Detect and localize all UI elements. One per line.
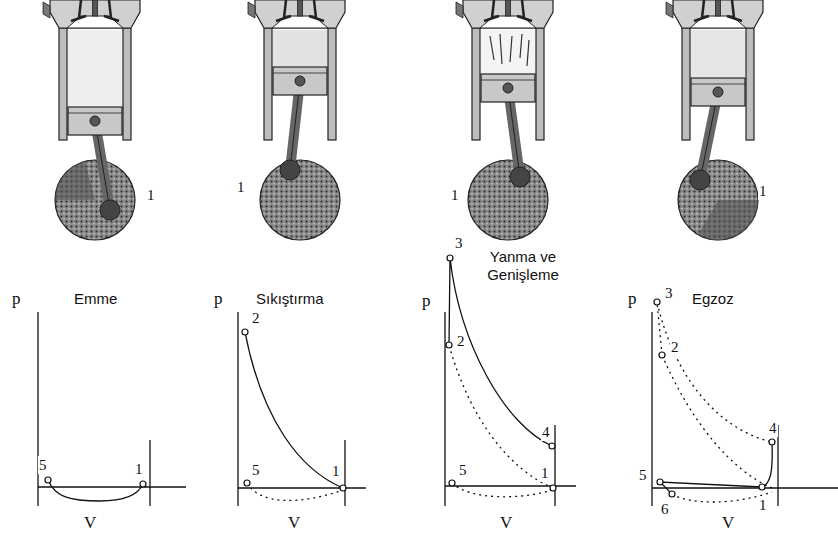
point-number: 5 bbox=[458, 461, 468, 479]
stroke-title: Emme bbox=[72, 290, 119, 308]
stroke-title: Yanma ve Genişleme bbox=[466, 248, 580, 284]
point-number: 4 bbox=[541, 423, 551, 441]
axis-label: p bbox=[214, 290, 223, 308]
point-number: 2 bbox=[670, 338, 680, 356]
point-number: 5 bbox=[251, 461, 261, 479]
axis-label: p bbox=[422, 292, 431, 310]
axis-label: V bbox=[288, 514, 300, 532]
point-number: 1 bbox=[758, 496, 768, 514]
point-number: 1 bbox=[540, 464, 550, 482]
axis-label: V bbox=[84, 514, 96, 532]
point-number: 2 bbox=[251, 309, 261, 327]
point-number: 6 bbox=[660, 500, 670, 518]
point-number: 1 bbox=[134, 460, 144, 478]
point-number: 5 bbox=[638, 466, 648, 484]
point-number: 3 bbox=[454, 234, 464, 252]
callout-number: 1 bbox=[450, 186, 460, 204]
callout-number: 1 bbox=[236, 178, 246, 196]
axis-label: p bbox=[628, 290, 637, 308]
point-number: 2 bbox=[456, 332, 466, 350]
point-number: 1 bbox=[331, 462, 341, 480]
stroke-title: Egzoz bbox=[690, 290, 736, 308]
point-number: 4 bbox=[768, 419, 778, 437]
axis-label: p bbox=[12, 290, 21, 308]
stroke-title: Sıkıştırma bbox=[254, 290, 326, 308]
callout-number: 1 bbox=[146, 186, 156, 204]
axis-label: V bbox=[722, 514, 734, 532]
point-number: 3 bbox=[664, 284, 674, 302]
axis-label: V bbox=[500, 514, 512, 532]
callout-number: 1 bbox=[758, 182, 768, 200]
point-number: 5 bbox=[38, 456, 48, 474]
